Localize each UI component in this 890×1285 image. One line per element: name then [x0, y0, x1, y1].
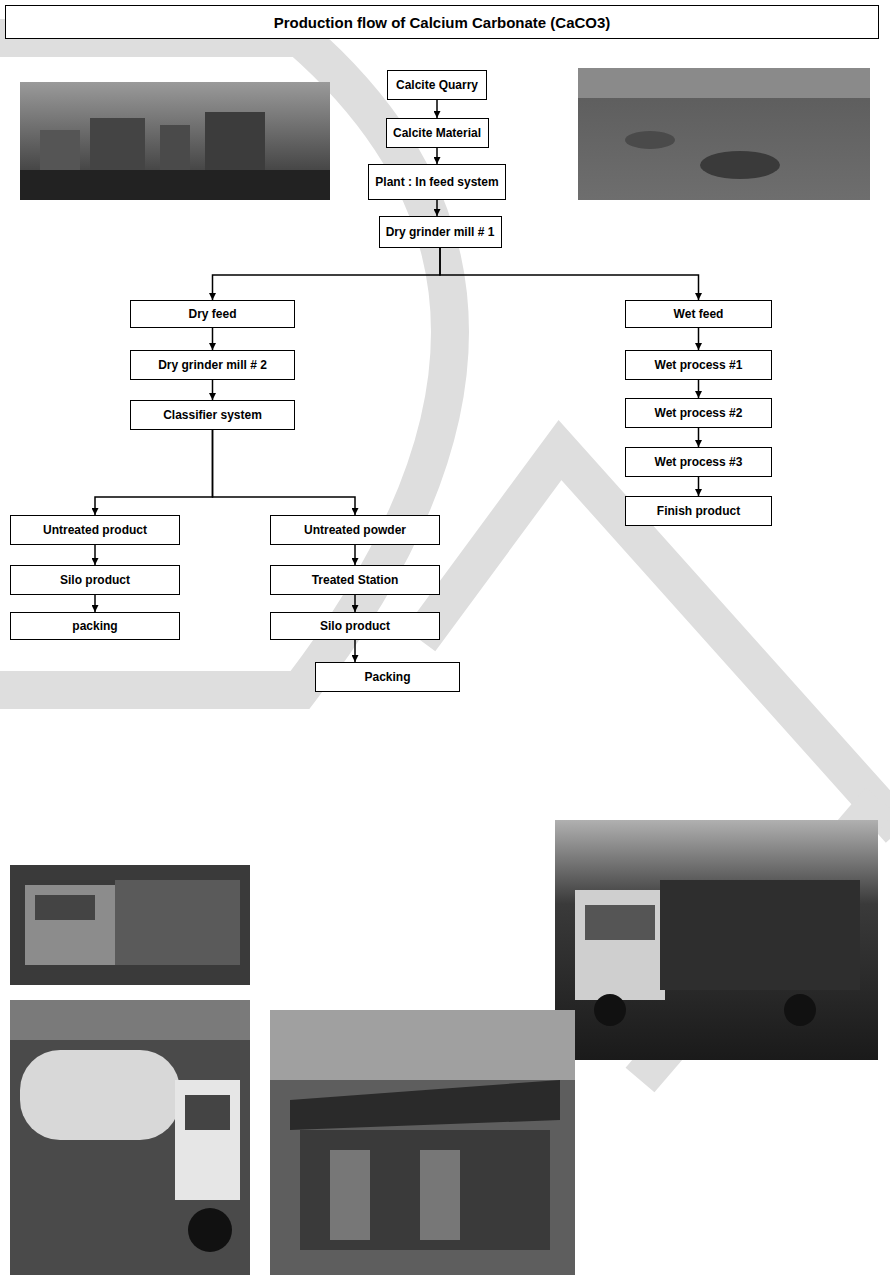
box-label: Dry feed: [188, 307, 236, 321]
flow-arrow: [440, 248, 699, 300]
process-box: Untreated powder: [270, 515, 440, 545]
box-label: Packing: [364, 670, 410, 684]
process-box: Dry feed: [130, 300, 295, 328]
flow-arrow: [94, 545, 96, 565]
title-box: Production flow of Calcium Carbonate (Ca…: [5, 5, 879, 39]
box-label: Finish product: [657, 504, 740, 518]
process-box: Calcite Material: [386, 118, 489, 148]
box-label: Dry grinder mill # 1: [386, 225, 495, 239]
box-label: Silo product: [60, 573, 130, 587]
flow-arrow: [436, 100, 438, 118]
process-box: Wet process #3: [625, 447, 772, 477]
box-label: Classifier system: [163, 408, 262, 422]
process-box: Packing: [315, 662, 460, 692]
box-label: Wet process #3: [655, 455, 743, 469]
box-label: Untreated product: [43, 523, 147, 537]
plant-photo: [20, 82, 330, 200]
flow-arrow: [698, 328, 700, 350]
process-box: Dry grinder mill # 2: [130, 350, 295, 380]
process-box: Calcite Quarry: [387, 70, 487, 100]
flow-arrow: [436, 148, 438, 164]
flow-arrow: [354, 640, 356, 662]
flow-arrow: [354, 595, 356, 612]
box-label: Dry grinder mill # 2: [158, 358, 267, 372]
process-box: Silo product: [10, 565, 180, 595]
box-label: Treated Station: [312, 573, 399, 587]
box-label: Plant : In feed system: [375, 175, 498, 189]
process-box: Wet process #2: [625, 398, 772, 428]
process-box: Silo product: [270, 612, 440, 640]
box-label: Wet process #2: [655, 406, 743, 420]
flow-arrow: [213, 430, 356, 515]
flow-arrow: [212, 380, 214, 400]
process-box: Wet feed: [625, 300, 772, 328]
diagram-title: Production flow of Calcium Carbonate (Ca…: [274, 14, 611, 31]
quarry-photo: [578, 68, 870, 200]
box-label: Untreated powder: [304, 523, 406, 537]
box-label: Wet feed: [674, 307, 724, 321]
process-box: packing: [10, 612, 180, 640]
watermark-d-shape: [0, 38, 450, 690]
box-label: packing: [72, 619, 117, 633]
warehouse-photo: [270, 1010, 575, 1275]
process-box: Treated Station: [270, 565, 440, 595]
flow-arrow: [698, 477, 700, 496]
box-label: Calcite Quarry: [396, 78, 478, 92]
process-box: Wet process #1: [625, 350, 772, 380]
bulk-tanker-photo: [10, 1000, 250, 1275]
flow-arrow: [698, 380, 700, 398]
process-box: Finish product: [625, 496, 772, 526]
box-label: Silo product: [320, 619, 390, 633]
process-box: Untreated product: [10, 515, 180, 545]
flow-arrow: [213, 248, 441, 300]
watermark-stripes: [0, 38, 890, 1080]
tanker-truck-photo: [555, 820, 878, 1060]
box-label: Calcite Material: [393, 126, 481, 140]
flow-arrow: [95, 430, 213, 515]
flow-arrow: [436, 200, 438, 216]
watermark-chevron: [420, 450, 890, 830]
flow-arrow: [212, 328, 214, 350]
flow-arrow: [354, 545, 356, 565]
process-box: Classifier system: [130, 400, 295, 430]
flow-arrow: [698, 428, 700, 447]
truck-photo: [10, 865, 250, 985]
box-label: Wet process #1: [655, 358, 743, 372]
process-box: Plant : In feed system: [368, 164, 506, 200]
flow-arrow: [94, 595, 96, 612]
process-box: Dry grinder mill # 1: [379, 216, 502, 248]
